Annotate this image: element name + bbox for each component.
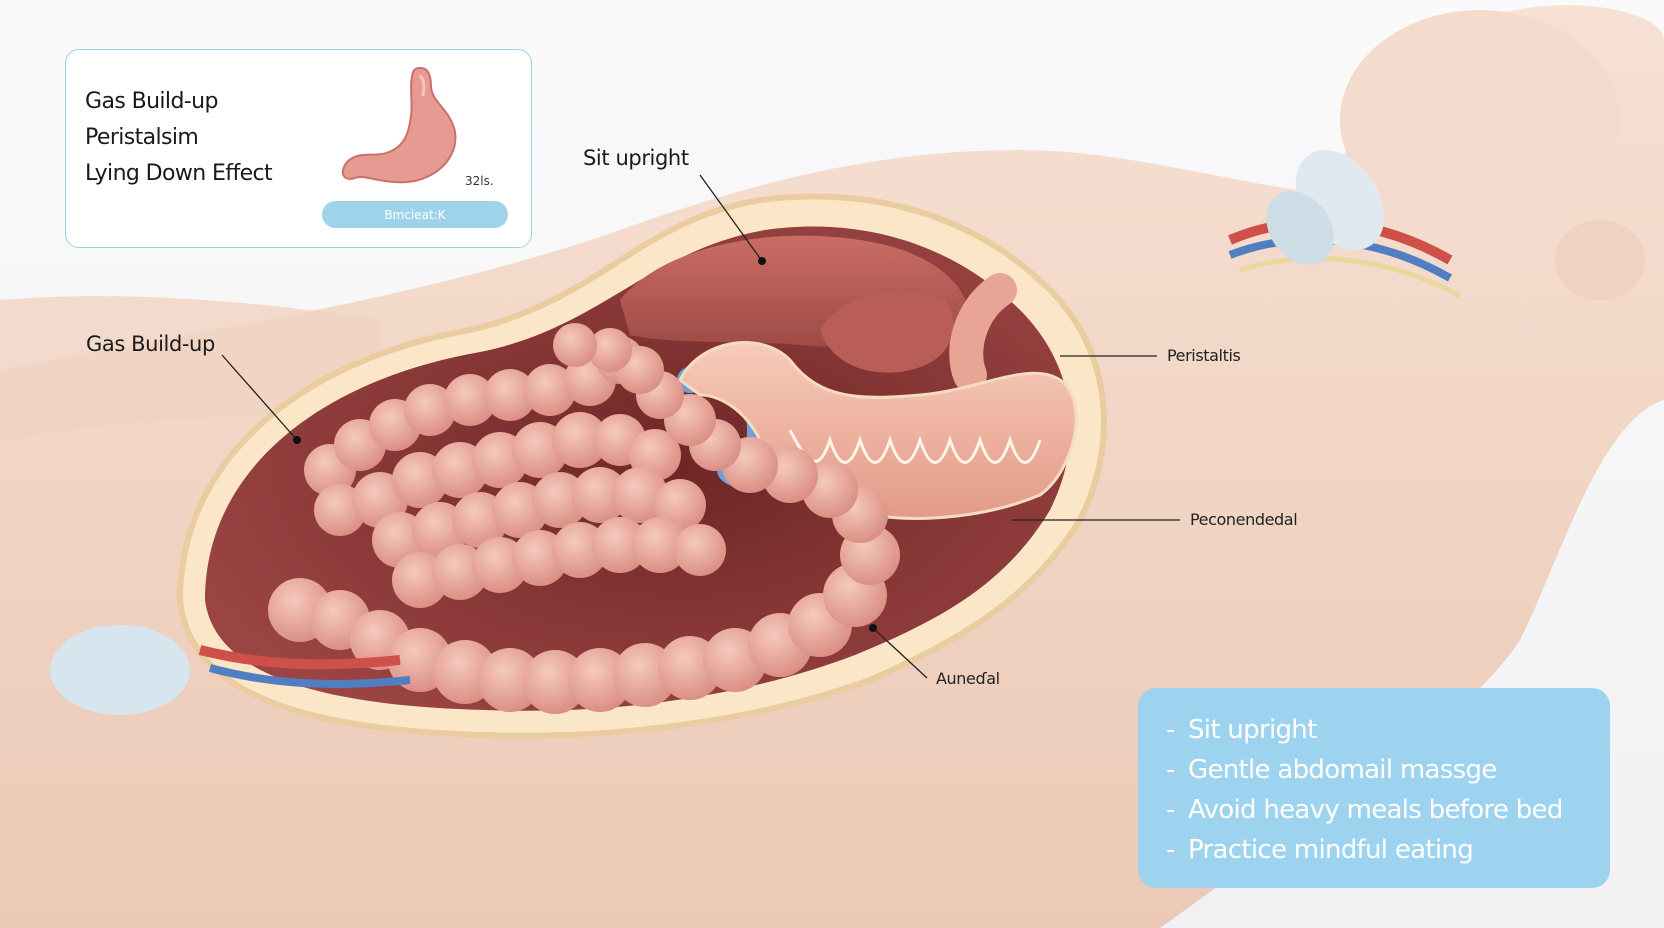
thumbnail-button[interactable]: Bmcieat:K xyxy=(322,201,508,228)
tip-text: Sit upright xyxy=(1188,715,1317,745)
callout-aunedal: Auneɗal xyxy=(936,669,1000,688)
callout-peristaltis: Peristaltis xyxy=(1167,346,1241,365)
tip-text: Avoid heavy meals before bed xyxy=(1188,795,1563,825)
legend-card: Gas Build-up Peristalsim Lying Down Effe… xyxy=(65,49,532,248)
bullet-dash: - xyxy=(1166,795,1175,825)
liver-lobe xyxy=(820,291,954,373)
pelvic-vessels xyxy=(50,625,411,715)
tips-panel: -Sit upright -Gentle abdomail massge -Av… xyxy=(1138,688,1610,888)
tips-list: -Sit upright -Gentle abdomail massge -Av… xyxy=(1166,710,1563,870)
tip-item: -Sit upright xyxy=(1166,710,1563,750)
bullet-dash: - xyxy=(1166,835,1175,865)
stomach-thumbnail-icon xyxy=(341,66,457,184)
callout-peconendedal: Peconendedal xyxy=(1190,510,1298,529)
tip-text: Gentle abdomail massge xyxy=(1188,755,1497,785)
bullet-dash: - xyxy=(1166,715,1175,745)
leader-lines xyxy=(221,174,1180,679)
legend-item-gas-buildup: Gas Build-up xyxy=(85,89,218,114)
leader-dots xyxy=(293,257,877,632)
neck-vessels xyxy=(1228,149,1462,299)
stomach xyxy=(678,273,1078,520)
bullet-dash: - xyxy=(1166,755,1175,785)
thumbnail-caption: 32ls. xyxy=(465,174,494,188)
callout-sit-upright: Sit upright xyxy=(583,146,689,170)
legend-item-lying-down-effect: Lying Down Effect xyxy=(85,161,273,186)
large-intestine xyxy=(268,323,900,714)
legend-list: Gas Build-up Peristalsim Lying Down Effe… xyxy=(85,84,273,192)
callout-gas-buildup: Gas Build-up xyxy=(86,332,215,356)
tip-item: -Gentle abdomail massge xyxy=(1166,750,1563,790)
tip-item: -Practice mindful eating xyxy=(1166,830,1563,870)
tip-item: -Avoid heavy meals before bed xyxy=(1166,790,1563,830)
tip-text: Practice mindful eating xyxy=(1188,835,1474,865)
legend-item-peristalsis: Peristalsim xyxy=(85,125,199,150)
